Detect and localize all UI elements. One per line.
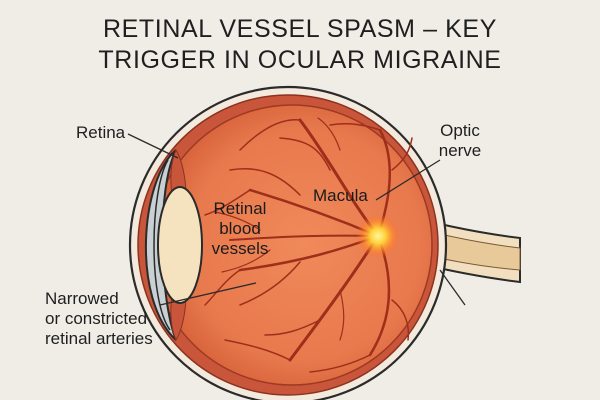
label-vessels-line-2: blood [219, 219, 261, 238]
label-narrowed-line-1: Narrowed [45, 289, 119, 308]
label-retina: Retina [76, 123, 126, 142]
label-optic-nerve: Optic nerve [430, 121, 490, 161]
label-narrowed-line-3: retinal arteries [45, 329, 153, 348]
macula-glow [356, 214, 400, 258]
label-vessels-line-1: Retinal [213, 199, 267, 218]
label-vessels-line-3: vessels [211, 239, 269, 258]
title-line-1: RETINAL VESSEL SPASM – KEY [103, 15, 497, 43]
label-narrowed-arteries: Narrowed or constricted retinal arteries [45, 289, 153, 349]
title-line-2: TRIGGER IN OCULAR MIGRAINE [98, 46, 502, 74]
label-retinal-blood-vessels: Retinal blood vessels [205, 199, 275, 259]
label-macula: Macula [313, 186, 368, 205]
label-optic-nerve-line-2: nerve [438, 141, 482, 160]
diagram-title: RETINAL VESSEL SPASM – KEY TRIGGER IN OC… [0, 14, 600, 76]
label-leaders [127, 133, 466, 306]
label-optic-nerve-line-1: Optic [440, 121, 480, 140]
lens [157, 186, 203, 304]
label-narrowed-line-2: or constricted [45, 309, 148, 328]
